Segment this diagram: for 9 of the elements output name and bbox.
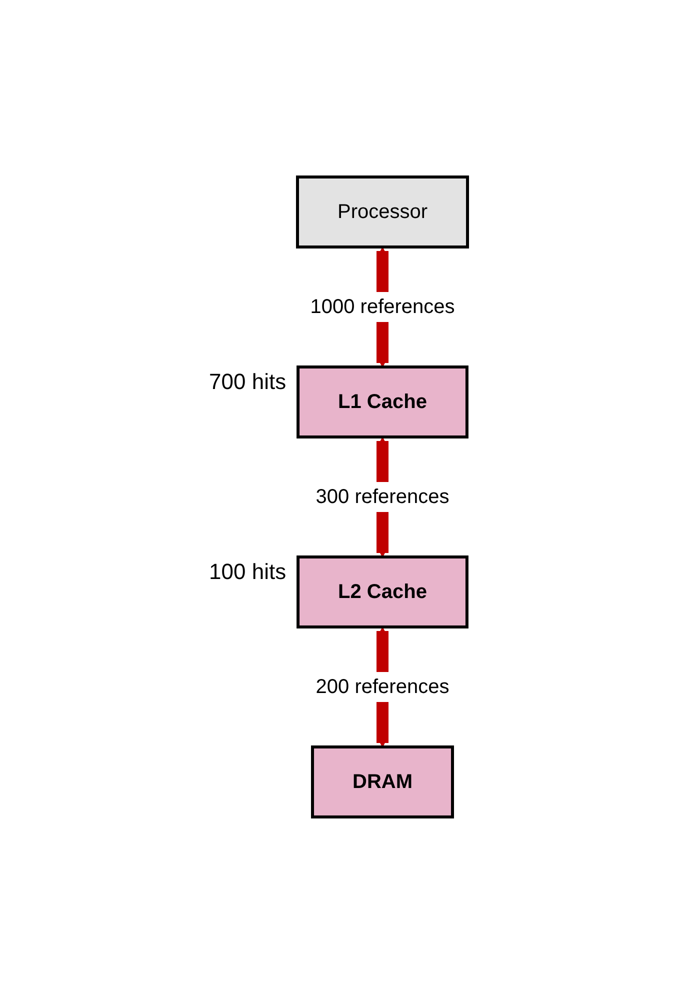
node-box: Processor xyxy=(296,175,470,248)
edge-label: 300 references xyxy=(316,485,450,508)
node-box: L1 Cache xyxy=(296,365,469,438)
node-box: DRAM xyxy=(311,744,454,818)
edge-label: 1000 references xyxy=(310,296,456,318)
node-box: L2 Cache xyxy=(296,555,469,628)
side-label: 100 hits xyxy=(209,558,286,584)
edge-label: 200 references xyxy=(316,675,450,698)
side-label: 700 hits xyxy=(209,368,286,394)
